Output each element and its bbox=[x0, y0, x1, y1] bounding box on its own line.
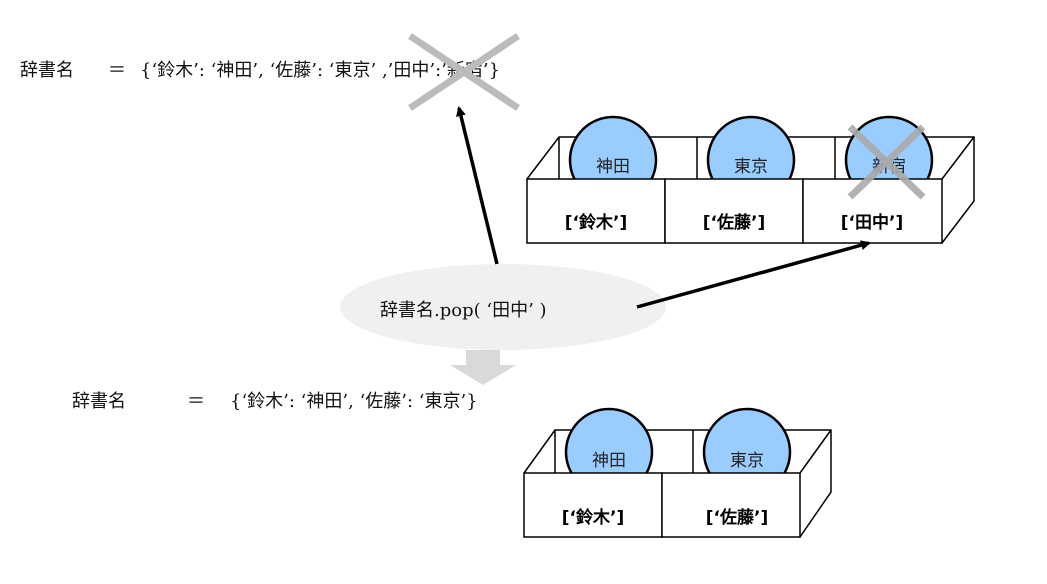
after-equals: ＝ bbox=[187, 391, 205, 412]
key-box bbox=[664, 178, 804, 244]
value-label: 東京 bbox=[734, 157, 768, 177]
value-label: 神田 bbox=[592, 451, 626, 471]
after-dict-literal: {‘鈴木’: ‘神田’, ‘佐藤’: ‘東京’} bbox=[230, 391, 478, 412]
operation-code: 辞書名.pop( ‘田中’ ) bbox=[380, 300, 547, 321]
after-boxes: 神田 東京 [‘鈴木’] [‘佐藤’] bbox=[523, 407, 832, 538]
value-label: 東京 bbox=[730, 451, 764, 471]
down-arrow-icon bbox=[450, 350, 516, 385]
before-equals: ＝ bbox=[108, 60, 126, 81]
key-box bbox=[661, 472, 801, 538]
operation-ellipse bbox=[340, 264, 666, 350]
removed-ball-cross-icon bbox=[847, 124, 926, 200]
arrow-to-literal bbox=[456, 106, 499, 265]
arrow-to-box bbox=[636, 240, 871, 309]
value-label: 神田 bbox=[596, 157, 630, 177]
key-label: [‘鈴木’] bbox=[565, 212, 627, 233]
key-label: [‘田中’] bbox=[841, 212, 903, 233]
after-var-name: 辞書名 bbox=[72, 391, 126, 412]
key-box bbox=[523, 472, 663, 538]
key-label: [‘佐藤’] bbox=[703, 212, 765, 233]
removed-entry-cross-icon bbox=[408, 33, 520, 111]
key-label: [‘鈴木’] bbox=[562, 507, 624, 528]
before-var-name: 辞書名 bbox=[20, 60, 74, 81]
key-box bbox=[526, 178, 666, 244]
key-box bbox=[802, 178, 943, 244]
key-label: [‘佐藤’] bbox=[706, 507, 768, 528]
before-boxes: 神田 東京 新宿 [‘鈴木’] [‘佐藤’] [‘田中’] bbox=[526, 115, 975, 244]
before-dict-literal: {‘鈴木’: ‘神田’, ‘佐藤’: ‘東京’ ,’田中’:’新宿’} bbox=[140, 60, 500, 81]
